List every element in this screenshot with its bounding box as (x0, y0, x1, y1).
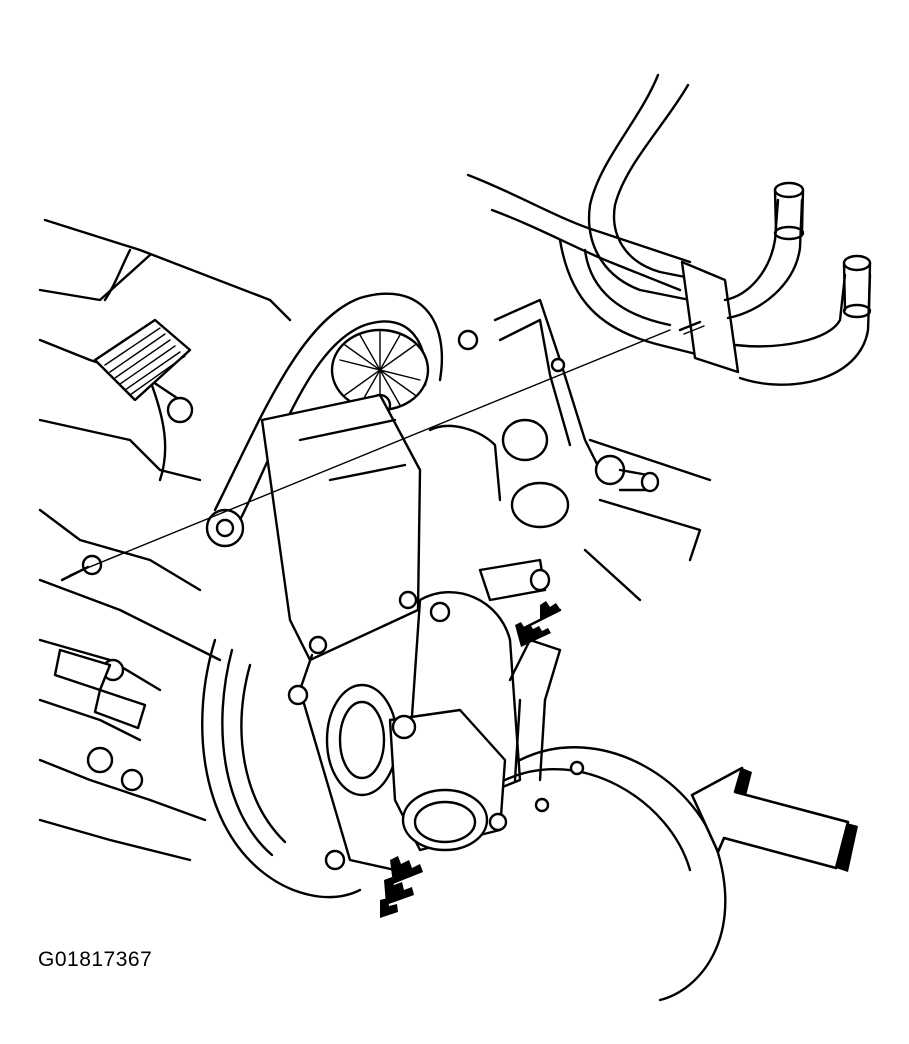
idler-pulley-spokes (339, 331, 421, 409)
ring-gear-teeth (380, 601, 560, 918)
timing-cover (260, 393, 422, 872)
heater-hose-assembly (466, 73, 872, 386)
vent-grille (104, 327, 186, 396)
figure-id-label: G01817367 (38, 948, 153, 971)
mount-bracket (457, 298, 712, 602)
alignment-line (69, 329, 671, 576)
flywheel (380, 601, 727, 1002)
water-outlet-housing (325, 590, 562, 852)
engine-block (38, 218, 292, 862)
center-components (428, 418, 570, 647)
